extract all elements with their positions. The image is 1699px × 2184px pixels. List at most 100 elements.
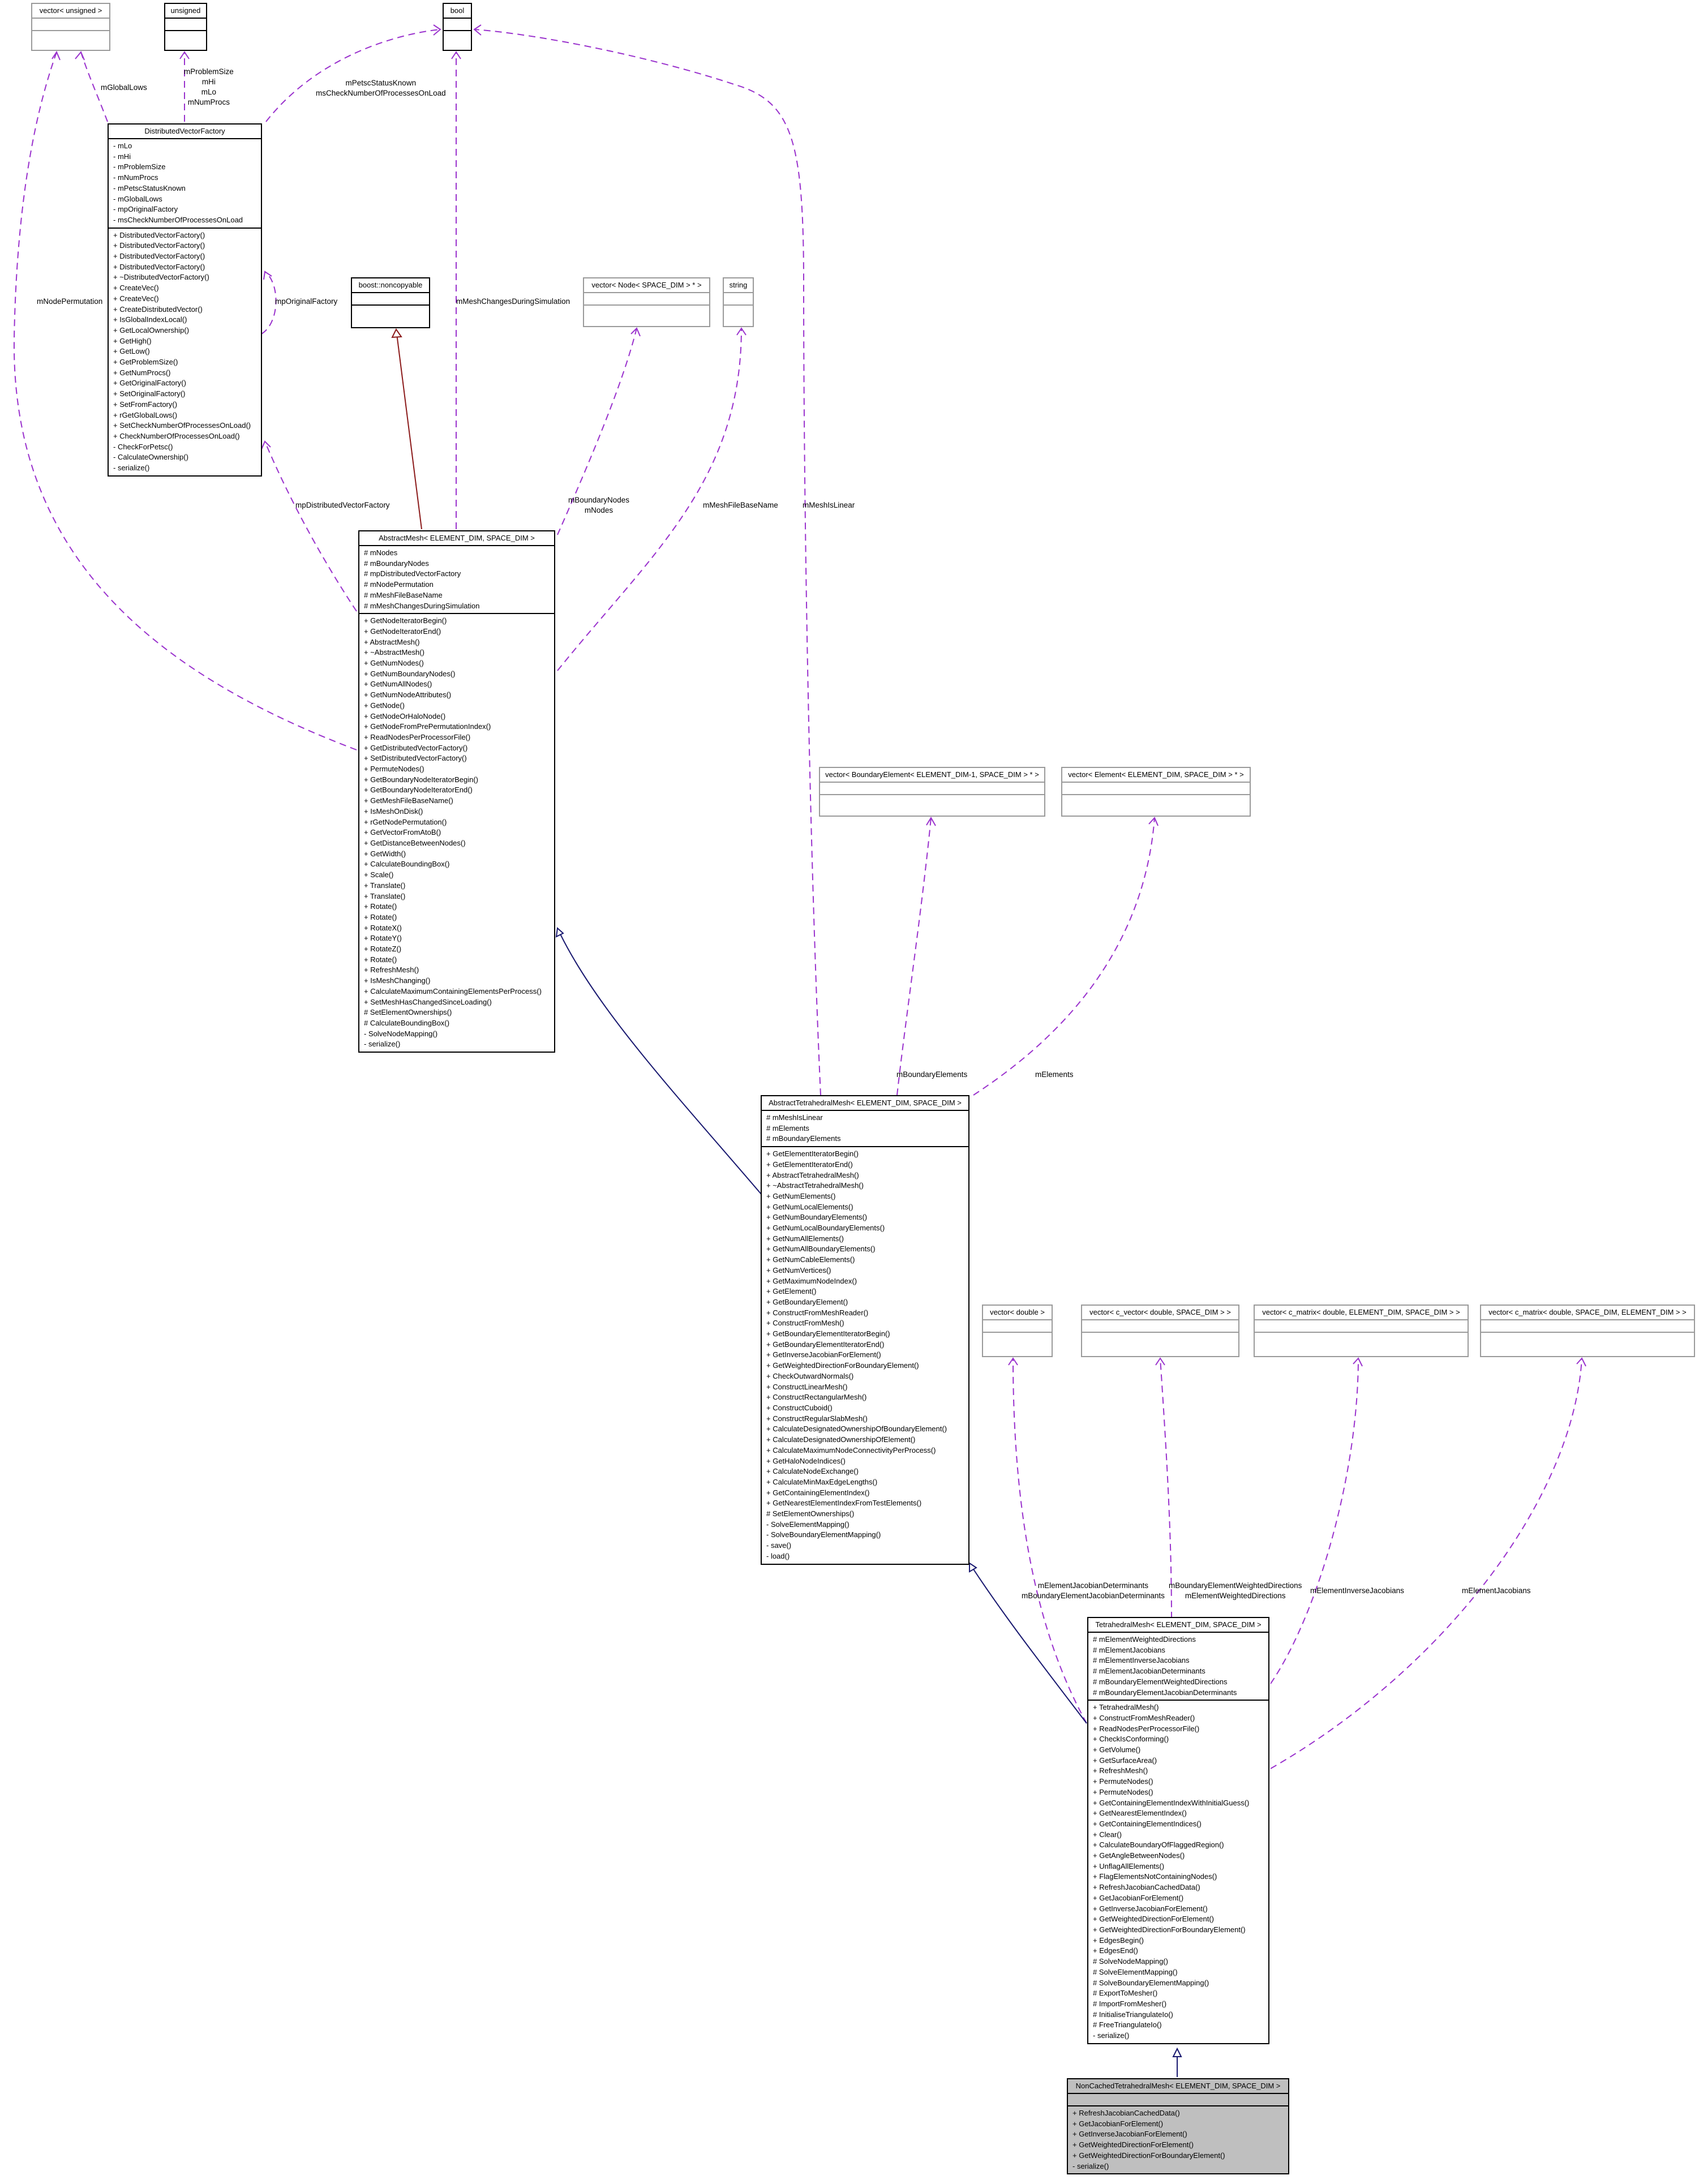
class-method[interactable]: + GetLow() [113,347,150,356]
class-abstract-tetrahedral-mesh[interactable]: AbstractTetrahedralMesh< ELEMENT_DIM, SP… [761,1095,969,1565]
class-method[interactable]: + IsGlobalIndexLocal() [113,315,187,324]
class-method[interactable]: # SolveBoundaryElementMapping() [1093,1978,1209,1987]
class-method[interactable]: + GetBoundaryElementIteratorEnd() [766,1340,885,1349]
class-method[interactable]: + CreateDistributedVector() [113,304,203,314]
class-method[interactable]: + Translate() [364,891,406,900]
class-attribute[interactable]: - msCheckNumberOfProcessesOnLoad [113,215,243,224]
class-method[interactable]: + GetInverseJacobianForElement() [766,1350,881,1359]
class-method[interactable]: + CreateVec() [113,294,159,303]
class-method[interactable]: + GetNumCableElements() [766,1255,855,1264]
class-method[interactable]: + GetAngleBetweenNodes() [1093,1851,1185,1860]
class-attribute[interactable]: - mProblemSize [113,162,166,171]
class-attribute[interactable]: # mpDistributedVectorFactory [364,569,461,578]
class-method[interactable]: + ConstructFromMesh() [766,1319,844,1328]
class-method[interactable]: + Rotate() [364,902,397,911]
class-method[interactable]: + PermuteNodes() [1093,1777,1153,1786]
class-method[interactable]: + CheckIsConforming() [1093,1735,1169,1744]
class-method[interactable]: + CreateVec() [113,284,159,293]
class-method[interactable]: - SolveElementMapping() [766,1520,850,1529]
class-vector-c-matrix-element-space[interactable]: vector< c_matrix< double, ELEMENT_DIM, S… [1254,1305,1469,1357]
class-method[interactable]: + SetFromFactory() [113,400,178,409]
class-attribute[interactable]: # mMeshChangesDuringSimulation [364,601,480,610]
class-method[interactable]: + ~AbstractMesh() [364,648,424,657]
class-method[interactable]: + Clear() [1093,1830,1122,1839]
class-method[interactable]: + DistributedVectorFactory() [113,241,205,250]
class-method[interactable]: + GetNumVertices() [766,1265,831,1275]
class-method[interactable]: + ConstructRectangularMesh() [766,1393,867,1402]
class-method[interactable]: + GetNumProcs() [113,368,171,377]
class-method[interactable]: + GetNodeIteratorBegin() [364,616,447,625]
class-vector-element[interactable]: vector< Element< ELEMENT_DIM, SPACE_DIM … [1061,767,1251,817]
class-method[interactable]: - SolveNodeMapping() [364,1029,438,1038]
class-method[interactable]: + RefreshJacobianCachedData() [1093,1883,1200,1892]
class-method[interactable]: # ImportFromMesher() [1093,1999,1167,2008]
class-method[interactable]: # ExportToMesher() [1093,1989,1158,1998]
class-method[interactable]: + CalculateBoundaryOfFlaggedRegion() [1093,1840,1224,1850]
class-method[interactable]: + FlagElementsNotContainingNodes() [1093,1872,1217,1881]
class-method[interactable]: + GetBoundaryNodeIteratorEnd() [364,786,473,795]
class-attribute[interactable]: # mMeshIsLinear [766,1113,823,1122]
class-method[interactable]: + GetNumBoundaryElements() [766,1213,868,1222]
class-method[interactable]: + GetNumLocalElements() [766,1202,853,1211]
class-method[interactable]: - save() [766,1541,792,1550]
class-method[interactable]: + RefreshMesh() [1093,1766,1148,1775]
class-method[interactable]: + CalculateDesignatedOwnershipOfBoundary… [766,1424,947,1434]
class-method[interactable]: + GetNodeOrHaloNode() [364,711,446,720]
class-attribute[interactable]: # mElementInverseJacobians [1093,1656,1190,1665]
class-vector-c-matrix-space-element[interactable]: vector< c_matrix< double, SPACE_DIM, ELE… [1480,1305,1695,1357]
class-method[interactable]: + GetNearestElementIndex() [1093,1809,1187,1818]
class-method[interactable]: + ConstructFromMeshReader() [766,1308,869,1317]
class-method[interactable]: + GetWeightedDirectionForBoundaryElement… [1093,1925,1246,1934]
class-vector-double[interactable]: vector< double > [982,1305,1053,1357]
class-attribute[interactable]: # mNodes [364,548,398,557]
class-method[interactable]: + GetBoundaryElementIteratorBegin() [766,1329,890,1338]
class-method[interactable]: + GetSurfaceArea() [1093,1756,1157,1765]
class-method[interactable]: # SolveNodeMapping() [1093,1957,1168,1966]
class-method[interactable]: + CalculateNodeExchange() [766,1467,859,1476]
class-attribute[interactable]: - mNumProcs [113,173,158,182]
class-method[interactable]: + GetWeightedDirectionForElement() [1072,2140,1194,2149]
class-method[interactable]: + Scale() [364,870,394,879]
class-bool[interactable]: bool [443,3,472,51]
class-attribute[interactable]: # mBoundaryElementJacobianDeterminants [1093,1688,1237,1697]
class-method[interactable]: + CheckOutwardNormals() [766,1371,854,1380]
class-method[interactable]: + PermuteNodes() [1093,1787,1153,1796]
class-method[interactable]: + GetBoundaryNodeIteratorBegin() [364,775,478,784]
class-method[interactable]: + ~AbstractTetrahedralMesh() [766,1181,864,1190]
class-method[interactable]: + GetJacobianForElement() [1072,2119,1164,2128]
class-tetrahedral-mesh[interactable]: TetrahedralMesh< ELEMENT_DIM, SPACE_DIM … [1087,1617,1269,2044]
class-attribute[interactable]: # mBoundaryElements [766,1134,841,1143]
class-method[interactable]: + DistributedVectorFactory() [113,262,205,271]
class-method[interactable]: + AbstractMesh() [364,637,420,646]
class-unsigned[interactable]: unsigned [164,3,207,51]
class-method[interactable]: + GetInverseJacobianForElement() [1093,1904,1208,1913]
class-method[interactable]: + GetHigh() [113,336,152,345]
class-method[interactable]: + GetNumNodeAttributes() [364,690,452,700]
class-attribute[interactable]: # mNodePermutation [364,580,434,589]
class-method[interactable]: - serialize() [113,464,150,473]
class-non-cached-tetrahedral-mesh[interactable]: NonCachedTetrahedralMesh< ELEMENT_DIM, S… [1067,2078,1289,2175]
class-method[interactable]: + SetMeshHasChangedSinceLoading() [364,997,492,1006]
class-boost-noncopyable[interactable]: boost::noncopyable [351,277,430,328]
class-method[interactable]: + IsMeshChanging() [364,976,431,985]
class-method[interactable]: + TetrahedralMesh() [1093,1703,1159,1712]
class-method[interactable]: + DistributedVectorFactory() [113,252,205,261]
class-method[interactable]: + ConstructRegularSlabMesh() [766,1414,868,1423]
class-method[interactable]: + GetProblemSize() [113,358,178,367]
class-vector-node[interactable]: vector< Node< SPACE_DIM > * > [583,277,710,327]
class-method[interactable]: - CalculateOwnership() [113,453,188,462]
class-method[interactable]: + UnflagAllElements() [1093,1861,1165,1870]
class-method[interactable]: + GetWeightedDirectionForBoundaryElement… [1072,2151,1225,2160]
class-method[interactable]: + RefreshJacobianCachedData() [1072,2109,1180,2117]
class-method[interactable]: + ConstructLinearMesh() [766,1382,848,1391]
class-attribute[interactable]: # mBoundaryNodes [364,559,429,568]
class-method[interactable]: + CalculateBoundingBox() [364,860,450,869]
class-attribute[interactable]: # mElements [766,1123,809,1132]
class-method[interactable]: # CalculateBoundingBox() [364,1018,450,1027]
class-attribute[interactable]: - mGlobalLows [113,194,162,203]
class-distributed-vector-factory[interactable]: DistributedVectorFactory - mLo- mHi- mPr… [108,123,262,477]
class-abstract-mesh[interactable]: AbstractMesh< ELEMENT_DIM, SPACE_DIM > #… [358,530,555,1053]
class-attribute[interactable]: # mElementJacobians [1093,1645,1165,1654]
class-method[interactable]: + EdgesBegin() [1093,1936,1144,1945]
class-method[interactable]: + RotateX() [364,923,402,932]
